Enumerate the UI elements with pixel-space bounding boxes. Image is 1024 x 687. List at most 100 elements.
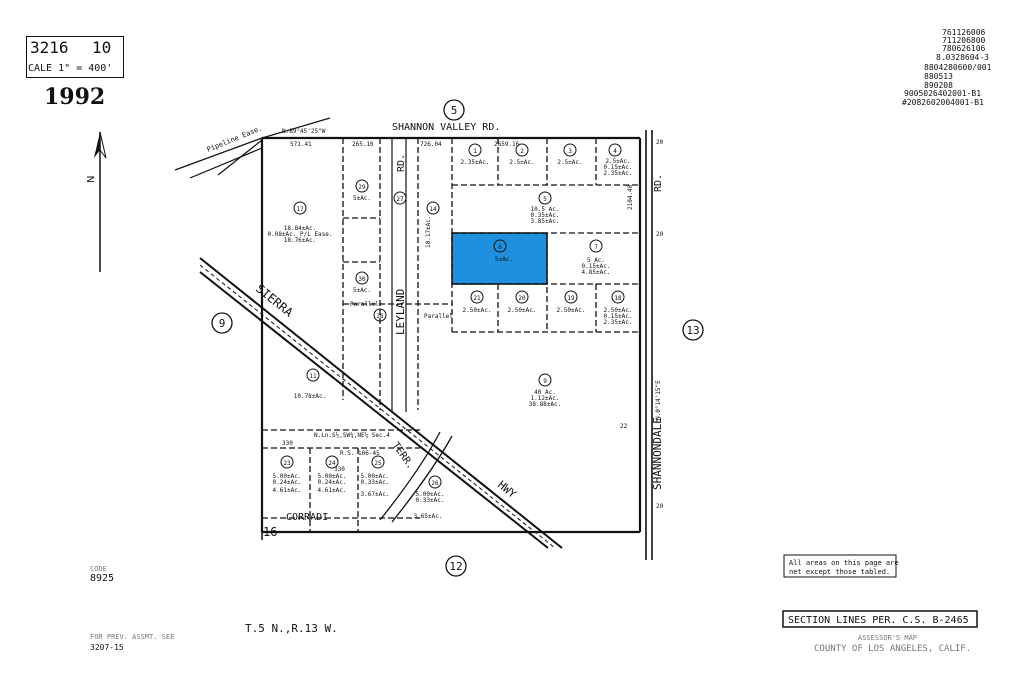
parcel-area: 2.35±Ac. (604, 170, 633, 177)
parcel-area: 2.50±Ac. (463, 307, 492, 314)
page-number: 10 (92, 38, 112, 57)
dimension: 20 (656, 231, 664, 238)
dimension: 2659.16 (494, 141, 520, 148)
parcel-number[interactable]: 26 (431, 480, 439, 487)
parcel-area: 0.15±Ac. (604, 164, 633, 171)
parcel-number[interactable]: 24 (328, 460, 336, 467)
assessor-map-label: ASSESSOR'S MAP (858, 634, 917, 642)
ref-code: 890208 (924, 81, 953, 90)
parcel-area: 18.76±Ac. (284, 237, 317, 244)
parcel-area: 10.78±Ac. (294, 393, 327, 400)
parcel-area: 0.15±Ac. (604, 313, 633, 320)
ref-code: 9005026402001-B1 (904, 89, 982, 98)
ref-code: 780626106 (942, 44, 986, 53)
ref-code: 711206800 (942, 36, 986, 45)
parcel-area: 2.50±Ac. (604, 307, 633, 314)
dimension: 330 (282, 440, 293, 447)
parcel-number[interactable]: 2 (520, 148, 524, 155)
dimension: 22 (620, 423, 628, 430)
page-ref-box (26, 36, 124, 78)
parcel-area: 2.50±Ac. (508, 307, 537, 314)
map-year: 1992 (44, 84, 106, 110)
parcel-number[interactable]: 17 (296, 206, 304, 213)
scale-label: CALE 1" = 400' (28, 63, 113, 74)
parcel-number[interactable]: 14 (429, 206, 437, 213)
section-lines-box (782, 610, 978, 628)
parcel-area: 2.5±Ac. (605, 158, 630, 165)
parcel-number[interactable]: 11 (309, 373, 317, 380)
parcel-number[interactable]: 23 (283, 460, 291, 467)
ref-code: 8804280600/001 (924, 63, 992, 72)
road-label-terr: TERR. (390, 440, 416, 471)
parcel-number[interactable]: 19 (567, 295, 575, 302)
road-label-shannondale-rd: RD. (653, 174, 664, 192)
section-lines-label: SECTION LINES PER. C.S. B-2465 (788, 615, 969, 626)
parcel-area: 2.35±Ac. (461, 159, 490, 166)
svg-text:N: N (86, 176, 97, 183)
parcel-area: 3.67±Ac. (361, 491, 390, 498)
parcel-area: 2.5±Ac. (509, 159, 534, 166)
parcel-number[interactable]: 21 (473, 295, 481, 302)
dimension: 330 (334, 466, 345, 473)
parcel-number[interactable]: 27 (396, 196, 404, 203)
note-box (783, 554, 897, 578)
road-label-sierra: SIERRA (253, 281, 296, 320)
bearing-top: N.89°45'25"W (282, 128, 326, 135)
north-arrow-icon: N (86, 131, 107, 272)
parcel-area: 4.85±Ac. (582, 269, 611, 276)
dimension: 571.41 (290, 141, 312, 148)
parcel-number[interactable]: 5 (543, 196, 547, 203)
parcel-area: 5.00±Ac. (361, 473, 390, 480)
parcel-area: 5.00±Ac. (273, 473, 302, 480)
parcel-area: 0.24±Ac. (273, 479, 302, 486)
parcel-number[interactable]: 18 (614, 295, 622, 302)
parcel-area: 2.5±Ac. (557, 159, 582, 166)
parcel-area: 5.00±Ac. (416, 491, 445, 498)
parcel-area: 2.35±Ac. (604, 319, 633, 326)
section-corner: 16 (263, 525, 277, 539)
road-label-leyland: LEYLAND (394, 289, 407, 335)
dimension: 2104.40 (627, 184, 634, 210)
parcel-area: 10.5 Ac. (531, 206, 560, 213)
parcel-number[interactable]: 30 (358, 276, 366, 283)
ref-code: #2082602004001-B1 (902, 98, 984, 107)
ref-code: 8.0328604-3 (936, 53, 989, 62)
parcel-number[interactable]: 7 (594, 244, 598, 251)
parallel-label: Parallel (424, 313, 453, 320)
parcel-number[interactable]: 20 (518, 295, 526, 302)
parcel-area: 3.65±Ac. (414, 513, 443, 520)
parcel-number[interactable]: 25 (374, 460, 382, 467)
road-label-shannon-valley: SHANNON VALLEY RD. (392, 122, 500, 133)
parcel-number[interactable]: 9 (543, 378, 547, 385)
parcel-number[interactable]: 1 (473, 148, 477, 155)
dimension: 20 (656, 139, 664, 146)
road-label-leyland-rd: RD. (396, 154, 407, 172)
parcel-number[interactable]: 3 (568, 148, 572, 155)
parcel-area: 2.50±Ac. (557, 307, 586, 314)
adjacent-page: 12 (449, 560, 462, 573)
parcel-area: 40 Ac. (534, 389, 556, 396)
previous-assessment-label: FOR PREV. ASSMT. SEE (90, 633, 174, 641)
parcel-area: 3.85±Ac. (531, 218, 560, 225)
parcel-number[interactable]: 4 (613, 148, 617, 155)
parcel-area: 5±Ac. (495, 256, 513, 263)
parcel-area: 0.33±Ac. (416, 497, 445, 504)
parcel-area: 5±Ac. (353, 195, 371, 202)
parcel-number[interactable]: 6 (498, 244, 502, 251)
parcel-number[interactable]: 28 (376, 313, 384, 320)
parcel-area: 5±Ac. (353, 287, 371, 294)
note-line: All areas on this page are (789, 559, 899, 567)
parcel-area: 4.61±Ac. (318, 487, 347, 494)
dimension: 20 (656, 503, 664, 510)
record-survey: R.S. 106-45 (340, 450, 380, 457)
parcel-area: 38.88±Ac. (529, 401, 562, 408)
parcel-area: 1.12±Ac. (531, 395, 560, 402)
parcel-area: 5 Ac. (587, 257, 605, 264)
parcel-number[interactable]: 29 (358, 184, 366, 191)
adjacent-page: 9 (219, 317, 226, 330)
adjacent-page: 5 (451, 104, 458, 117)
previous-assessment-ref: 3207-15 (90, 643, 124, 652)
ref-code: 880513 (924, 72, 953, 81)
parallel-label: Parallel (350, 301, 379, 308)
